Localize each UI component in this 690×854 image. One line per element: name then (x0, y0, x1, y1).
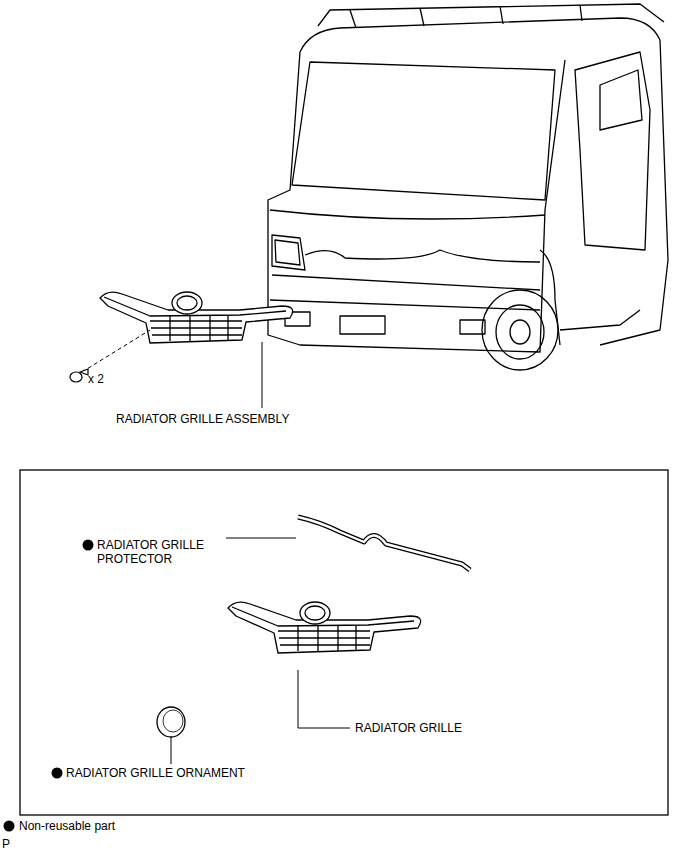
legend-text: Non-reusable part (19, 819, 115, 833)
part-name: RADIATOR GRILLE (355, 721, 462, 735)
quantity-label: x 2 (88, 372, 104, 386)
part-name: RADIATOR GRILLE ASSEMBLY (116, 412, 289, 426)
figure-code: P (2, 837, 10, 851)
part-name: RADIATOR GRILLE ORNAMENT (66, 766, 245, 780)
part-name: RADIATOR GRILLE PROTECTOR (97, 538, 222, 566)
